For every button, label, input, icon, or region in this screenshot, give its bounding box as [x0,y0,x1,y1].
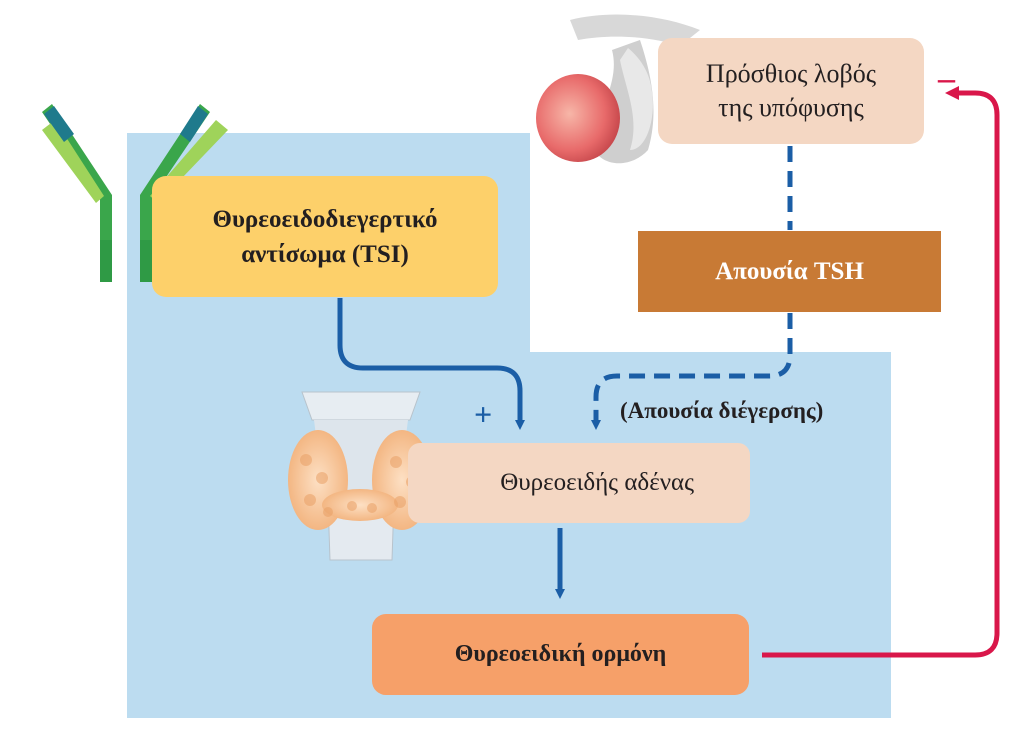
no-stimulation-label: (Απουσία διέγερσης) [620,398,824,423]
thyroid-box: Θυρεοειδής αδένας [408,443,750,523]
pituitary-label-line1: Πρόσθιος λοβός [705,59,877,88]
feedback-arrow [762,86,1000,658]
tsi-label-line1: Θυρεοειδοδιεγερτικό [212,205,438,233]
tsi-label-line2: αντίσωμα (TSI) [241,240,409,268]
pituitary-label-line2: της υπόφυσης [718,93,864,122]
thyroid-label: Θυρεοειδής αδένας [500,469,694,496]
tsh-to-thyroid-dashed-arrow [591,313,793,430]
no-tsh-label: Απουσία TSH [715,257,864,285]
no-tsh-box: Απουσία TSH [638,231,941,312]
pituitary-box: Πρόσθιος λοβός της υπόφυσης [658,38,924,144]
tsi-to-thyroid-arrow [337,298,525,430]
minus-sign: – [938,60,955,97]
pituitary-icon [536,14,700,164]
tsi-box: Θυρεοειδοδιεγερτικό αντίσωμα (TSI) [152,176,498,297]
hormone-label: Θυρεοειδική ορμόνη [454,641,667,667]
plus-sign: + [474,396,493,432]
hormone-box: Θυρεοειδική ορμόνη [372,614,749,695]
